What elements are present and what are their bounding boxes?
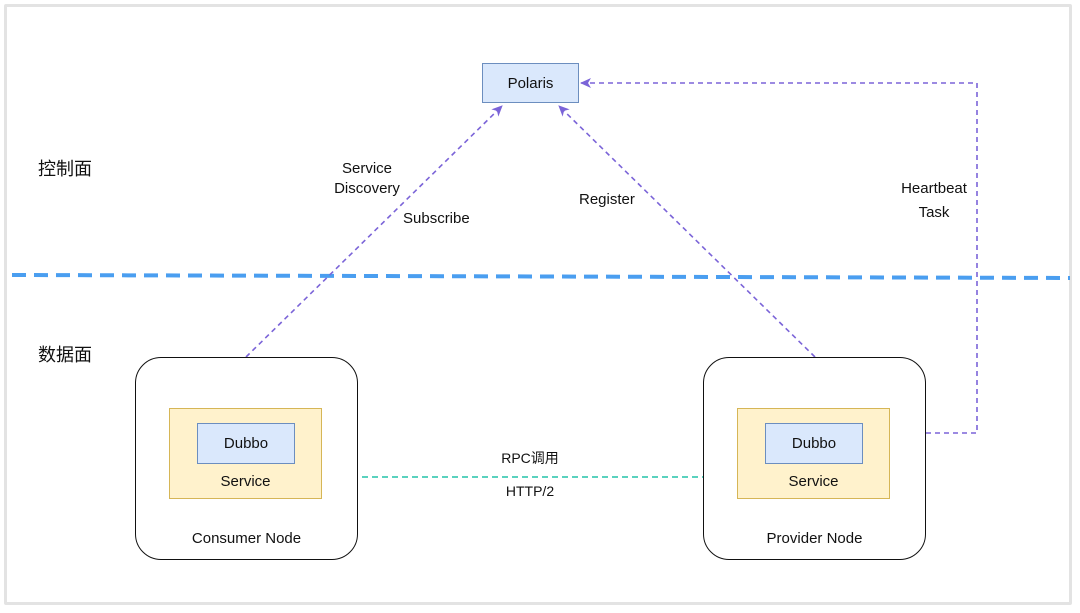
discovery-arrow: [245, 105, 503, 358]
heartbeat-arrow: [580, 78, 978, 434]
subscribe-label: Subscribe: [403, 210, 470, 227]
diagram-frame: [4, 4, 1072, 605]
consumer-node-label: Consumer Node: [191, 530, 302, 547]
register-arrow: [558, 105, 816, 358]
register-label: Register: [579, 191, 635, 208]
plane-divider: [11, 273, 1071, 280]
consumer-dubbo-box[interactable]: Dubbo: [197, 423, 295, 464]
heartbeat-label-line2: Task: [918, 204, 950, 221]
provider-node-label: Provider Node: [766, 530, 863, 547]
provider-dubbo-label: Dubbo: [791, 435, 837, 452]
control-plane-label: 控制面: [38, 159, 92, 179]
discovery-label-line1: Service: [341, 160, 393, 177]
polaris-label: Polaris: [507, 74, 554, 92]
data-plane-label: 数据面: [38, 345, 92, 365]
consumer-dubbo-label: Dubbo: [223, 435, 269, 452]
provider-dubbo-box[interactable]: Dubbo: [765, 423, 863, 464]
consumer-service-label: Service: [220, 473, 271, 490]
provider-service-label: Service: [788, 473, 839, 490]
heartbeat-label-line1: Heartbeat: [901, 180, 967, 197]
discovery-label-line2: Discovery: [334, 180, 400, 197]
rpc-label-line2: HTTP/2: [505, 483, 555, 499]
rpc-label-line1: RPC调用: [501, 450, 559, 466]
polaris-node[interactable]: Polaris: [482, 63, 579, 103]
